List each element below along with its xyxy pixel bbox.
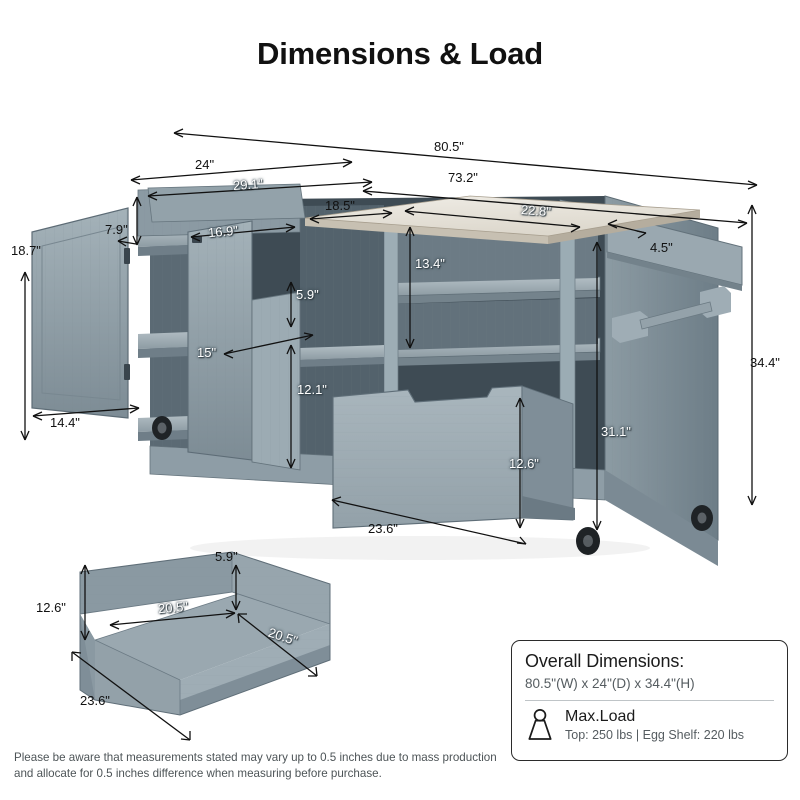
dim-mid-lower-gap: 12.1" xyxy=(297,382,327,397)
dim-big-drawer-height: 12.6" xyxy=(509,456,539,471)
dim-body-height: 31.1" xyxy=(601,424,631,439)
top-back-ledge xyxy=(148,184,305,222)
weight-icon xyxy=(528,708,552,740)
hinge-lower xyxy=(124,364,130,380)
dim-top-depth: 24" xyxy=(195,157,215,172)
max-load-detail: Top: 250 lbs | Egg Shelf: 220 lbs xyxy=(565,728,745,742)
max-load-title: Max.Load xyxy=(565,708,636,725)
dim-detail-back-height: 5.9" xyxy=(215,549,238,564)
countertop-surface xyxy=(305,196,700,236)
dim-overall-width: 80.5" xyxy=(434,139,464,154)
caster-front-left xyxy=(152,416,172,440)
page-title: Dimensions & Load xyxy=(257,36,543,71)
dim-left-door-height: 18.7" xyxy=(11,243,41,258)
dim-overall-height: 34.4" xyxy=(750,355,780,370)
dim-mid-shelf-depth: 15" xyxy=(197,345,217,360)
drawer-detail-illustration xyxy=(79,551,331,716)
dim-mid-upper-gap: 5.9" xyxy=(296,287,319,302)
max-load-row: Max.Load Top: 250 lbs | Egg Shelf: 220 l… xyxy=(525,707,774,743)
dim-leaf-width: 18.5" xyxy=(325,198,355,213)
dim-left-top-gap: 7.9" xyxy=(105,222,128,237)
card-overall-dimensions: 80.5"(W) x 24"(D) x 34.4"(H) xyxy=(525,676,695,691)
dim-detail-outer-depth: 23.6" xyxy=(80,693,110,708)
dim-right-drawer-height: 4.5" xyxy=(650,240,673,255)
dim-right-interior-width: 22.8" xyxy=(520,201,552,220)
dim-detail-height: 12.6" xyxy=(36,600,66,615)
dim-detail-inner-width: 20.5" xyxy=(157,598,189,617)
disclaimer-text: Please be aware that measurements stated… xyxy=(14,751,497,780)
card-divider xyxy=(525,700,774,701)
towel-bar-bracket-left xyxy=(612,311,648,343)
dim-left-door-width: 14.4" xyxy=(50,415,80,430)
countertop-front-edge xyxy=(305,218,548,244)
dim-upper-back-width: 29.1" xyxy=(232,175,264,194)
caster-mid xyxy=(576,527,600,555)
right-drawer-face xyxy=(607,213,742,285)
towel-bar xyxy=(640,302,712,329)
shelf-middle xyxy=(300,345,384,360)
kitchen-island-cart xyxy=(31,183,743,566)
caster-rear-right xyxy=(691,505,713,531)
card-heading: Overall Dimensions: xyxy=(525,651,685,671)
dimension-lines xyxy=(20,128,758,741)
door-edge-panel xyxy=(251,291,301,471)
dim-mid-door-width: 16.9" xyxy=(207,222,239,241)
dim-top-board-width: 73.2" xyxy=(448,170,478,185)
dim-right-shelf-gap: 13.4" xyxy=(415,256,445,271)
open-drawer-front xyxy=(332,385,575,529)
hinge-upper xyxy=(124,248,130,264)
overall-dimensions-card: Overall Dimensions: 80.5"(W) x 24"(D) x … xyxy=(511,640,788,761)
dim-big-drawer-width: 23.6" xyxy=(368,521,398,536)
middle-open-door xyxy=(187,220,253,461)
left-open-door xyxy=(31,207,130,419)
base-rail-right xyxy=(605,470,718,566)
drawer-bottom xyxy=(95,594,330,680)
